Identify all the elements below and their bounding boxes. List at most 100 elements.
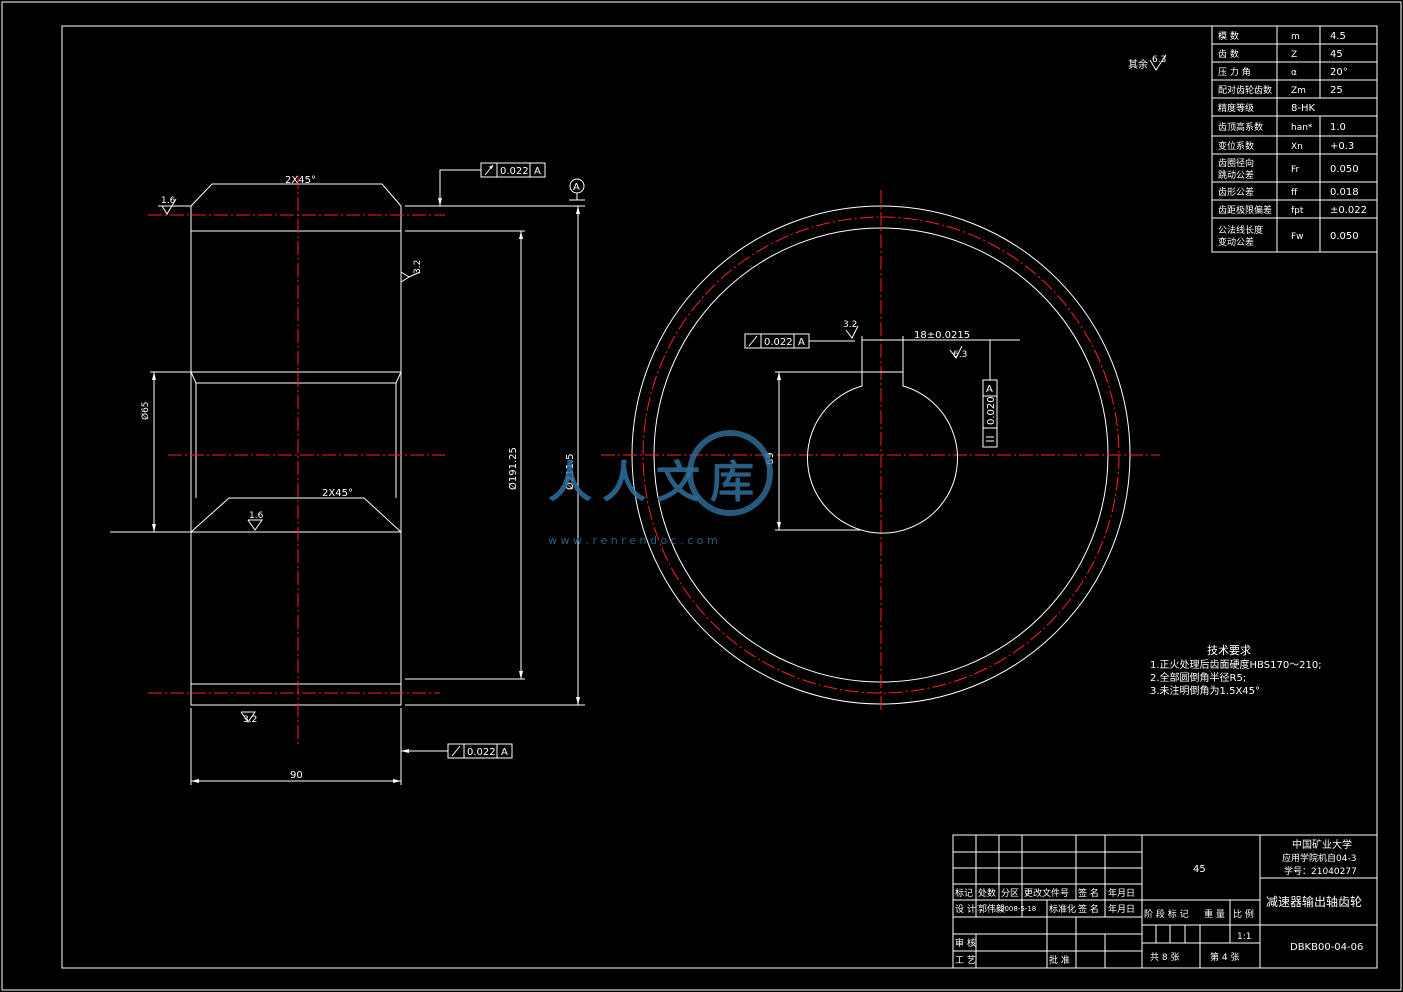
tb-class: 应用学院机自04-3 [1282, 852, 1356, 864]
param-value: 45 [1330, 49, 1343, 60]
tb-scale: 1:1 [1237, 932, 1251, 942]
key-width-dim: 18±0.0215 [914, 330, 970, 341]
watermark-url: w w w . r e n r e n d o c . c o m [548, 534, 718, 547]
roughness-symbol: 1.6 [158, 196, 191, 215]
param-name: 配对齿轮齿数 [1218, 84, 1272, 96]
symmetry-tolerance: 0.020 A [982, 340, 998, 448]
svg-text:3.2: 3.2 [843, 320, 857, 330]
param-name: 跳动公差 [1218, 169, 1254, 181]
svg-text:其余: 其余 [1128, 58, 1148, 71]
param-value: 20° [1330, 67, 1348, 78]
param-name: 模 数 [1218, 30, 1239, 42]
tb-header: 年月日 [1108, 887, 1135, 899]
tb-sign: 签 名 [1078, 903, 1099, 915]
tech-item: 3.未注明倒角为1.5X45° [1150, 684, 1260, 697]
param-symbol: han* [1291, 123, 1313, 133]
top-chamfer-outline [190, 183, 402, 207]
tb-part-name: 减速器输出轴齿轮 [1266, 894, 1362, 909]
datum-a-label: A [573, 182, 580, 193]
svg-text:A: A [501, 747, 508, 758]
technical-requirements: 技术要求 1.正火处理后齿面硬度HBS170～210; 2.全部圆倒角半径R5;… [1150, 644, 1322, 697]
tb-designer: 郭伟毅 [978, 903, 1005, 915]
bore-dia-dim: Ø65 [140, 401, 151, 420]
tb-header: 标记 [955, 887, 973, 899]
tb-material: 45 [1193, 864, 1206, 875]
inner-dia-dim: Ø191.25 [507, 447, 519, 490]
svg-text:6.3: 6.3 [953, 350, 967, 360]
svg-text:A: A [798, 337, 805, 348]
param-value: 0.018 [1330, 187, 1359, 198]
param-name: 齿圈径向 [1218, 157, 1254, 169]
tb-header: 处数 [978, 887, 996, 899]
runout-tolerance-front: 0.022 A [744, 333, 855, 349]
param-symbol: fpt [1291, 206, 1304, 216]
watermark: 人人文库 w w w . r e n r e n d o c . c o m [548, 430, 773, 547]
width-dim: 90 [290, 770, 303, 781]
param-name: 齿顶高系数 [1218, 121, 1263, 133]
tb-sheets-total: 共 8 张 [1150, 952, 1179, 963]
param-value: ±0.022 [1330, 205, 1367, 216]
param-symbol: α [1291, 68, 1297, 78]
tb-drawing-no: DBKB00-04-06 [1290, 942, 1363, 953]
rest-roughness: 其余 6.3 [1128, 54, 1167, 71]
title-block: 标记 处数 分区 更改文件号 签 名 年月日 设 计 郭伟毅 2008-5-18… [952, 834, 1378, 969]
svg-text:1.6: 1.6 [249, 511, 264, 521]
svg-text:0.022: 0.022 [467, 747, 496, 758]
watermark-text: 人人文库 [548, 457, 764, 508]
tb-school: 中国矿业大学 [1292, 838, 1352, 851]
section-view: 2X45° 2X45° 90 Ø191.25 Ø211.5 A Ø65 [110, 162, 585, 785]
tb-stage-header: 比 例 [1233, 908, 1254, 920]
roughness-symbol: 3.2 [400, 260, 423, 283]
tb-process: 工 艺 [955, 955, 976, 966]
tech-item: 1.正火处理后齿面硬度HBS170～210; [1150, 658, 1322, 671]
param-symbol: Z [1291, 50, 1297, 60]
svg-text:3.2: 3.2 [243, 715, 257, 725]
param-name: 齿距极限偏差 [1218, 204, 1272, 216]
param-value: 0.050 [1330, 164, 1359, 175]
svg-text:0.020: 0.020 [986, 396, 997, 425]
param-value: 8-HK [1291, 103, 1315, 114]
tb-stage-header: 重 量 [1204, 908, 1225, 920]
param-value: 4.5 [1330, 31, 1346, 42]
param-name: 压 力 角 [1218, 66, 1251, 78]
tb-design-label: 设 计 [955, 903, 976, 915]
param-symbol: ff [1291, 188, 1298, 198]
svg-text:1.6: 1.6 [161, 196, 176, 206]
param-name: 公法线长度 [1218, 224, 1263, 236]
front-view: 18±0.0215 69 0.022 A 0.020 A [601, 190, 1160, 710]
param-symbol: Zm [1291, 86, 1306, 96]
param-symbol: Xn [1291, 142, 1303, 152]
tb-header: 签 名 [1078, 887, 1099, 899]
watermark-logo-icon [687, 430, 773, 516]
tech-item: 2.全部圆倒角半径R5; [1150, 671, 1246, 684]
roughness-symbol: 3.2 [240, 711, 257, 725]
tb-stage-header: 阶 段 标 记 [1144, 908, 1189, 920]
svg-text:3.2: 3.2 [413, 260, 423, 274]
svg-text:0.022: 0.022 [764, 337, 793, 348]
gear-parameter-table: 模 数 m 4.5 齿 数 Z 45 压 力 角 α 20° 配对齿轮齿数 Zm 25 精度等级 8-HK… [1211, 25, 1378, 253]
param-symbol: Fw [1291, 232, 1304, 242]
param-name: 精度等级 [1218, 102, 1254, 114]
runout-tolerance-bottom: 0.022 A [401, 743, 513, 759]
inner-border [61, 25, 1378, 969]
tb-header: 分区 [1001, 888, 1019, 899]
bore-chamfer-label: 2X45° [322, 488, 353, 499]
param-value: 25 [1330, 85, 1343, 96]
svg-text:A: A [986, 384, 993, 395]
roughness-symbol: 1.6 [247, 511, 264, 531]
param-name: 齿形公差 [1218, 186, 1254, 198]
svg-text:0.022: 0.022 [500, 166, 529, 177]
param-name: 齿 数 [1218, 48, 1239, 60]
param-value: 1.0 [1330, 122, 1346, 133]
tb-student-id: 学号：21040277 [1284, 865, 1357, 877]
tech-title: 技术要求 [1207, 644, 1251, 657]
param-symbol: Fr [1291, 165, 1300, 175]
param-value: 0.050 [1330, 231, 1359, 242]
param-name: 变位系数 [1218, 140, 1254, 152]
tb-design-date: 2008-5-18 [1000, 905, 1036, 913]
roughness-symbol: 6.3 [949, 345, 967, 360]
param-symbol: m [1291, 32, 1300, 42]
param-value: +0.3 [1330, 141, 1354, 152]
